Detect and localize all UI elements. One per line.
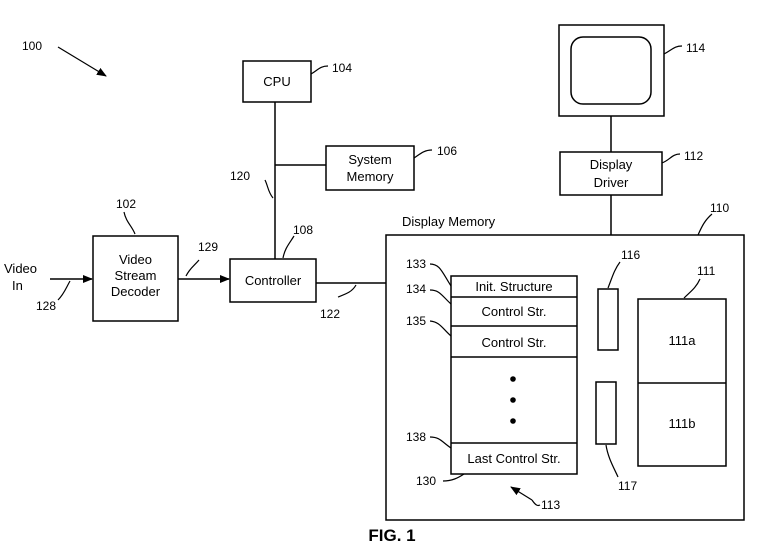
frame-buffer-bottom: 111b — [669, 416, 696, 431]
svg-text:Driver: Driver — [594, 175, 629, 190]
link-129: 129 — [178, 240, 230, 283]
frame-buffer-111: 111a 111b 111 — [637, 264, 727, 467]
svg-text:117: 117 — [618, 479, 637, 493]
row-last-control-str: Last Control Str. — [467, 451, 560, 466]
svg-text:110: 110 — [710, 201, 729, 215]
pointer-register-116: 116 — [597, 248, 640, 351]
monitor-icon: 114 — [558, 24, 705, 152]
svg-text:In: In — [12, 278, 23, 293]
figure-ref-100: 100 — [22, 39, 107, 77]
svg-text:111: 111 — [697, 264, 716, 278]
ellipsis-dot — [510, 418, 516, 424]
svg-text:Stream: Stream — [115, 268, 157, 283]
svg-text:100: 100 — [22, 39, 42, 53]
svg-text:113: 113 — [541, 498, 560, 512]
svg-text:114: 114 — [686, 41, 705, 55]
svg-text:130: 130 — [416, 474, 436, 488]
svg-text:Decoder: Decoder — [111, 284, 161, 299]
svg-text:108: 108 — [293, 223, 313, 237]
svg-text:Display: Display — [590, 157, 633, 172]
figure-caption: FIG. 1 — [368, 526, 415, 545]
ellipsis-dot — [510, 397, 516, 403]
svg-text:CPU: CPU — [263, 74, 290, 89]
svg-text:112: 112 — [684, 149, 703, 163]
frame-buffer-top: 111a — [669, 333, 697, 348]
svg-text:116: 116 — [621, 248, 640, 262]
svg-text:Display Memory: Display Memory — [402, 214, 496, 229]
svg-text:120: 120 — [230, 169, 250, 183]
display-driver-box: Display Driver 112 — [559, 149, 703, 235]
svg-text:Controller: Controller — [245, 273, 302, 288]
bus-120: 120 — [230, 102, 326, 259]
svg-text:134: 134 — [406, 282, 426, 296]
system-memory-box: System Memory 106 — [325, 144, 457, 191]
svg-text:122: 122 — [320, 307, 340, 321]
svg-text:106: 106 — [437, 144, 457, 158]
row-control-str-1: Control Str. — [481, 304, 546, 319]
row-control-str-2: Control Str. — [481, 335, 546, 350]
pointer-register-117: 117 — [595, 381, 637, 493]
svg-text:129: 129 — [198, 240, 218, 254]
control-structure-stack: Init. Structure Control Str. Control Str… — [406, 257, 578, 512]
svg-text:Memory: Memory — [347, 169, 394, 184]
svg-text:138: 138 — [406, 430, 426, 444]
svg-text:Video: Video — [4, 261, 37, 276]
controller-box: Controller 108 — [229, 223, 317, 303]
svg-text:102: 102 — [116, 197, 136, 211]
svg-text:Video: Video — [119, 252, 152, 267]
svg-text:135: 135 — [406, 314, 426, 328]
video-stream-decoder: Video Stream Decoder 102 — [92, 197, 179, 322]
row-init-structure: Init. Structure — [475, 279, 552, 294]
bus-122: 122 — [316, 282, 386, 321]
svg-text:133: 133 — [406, 257, 426, 271]
svg-text:104: 104 — [332, 61, 352, 75]
svg-text:System: System — [348, 152, 391, 167]
cpu-box: CPU 104 — [242, 60, 352, 103]
video-input: Video In 128 — [4, 261, 93, 313]
ellipsis-dot — [510, 376, 516, 382]
svg-text:128: 128 — [36, 299, 56, 313]
